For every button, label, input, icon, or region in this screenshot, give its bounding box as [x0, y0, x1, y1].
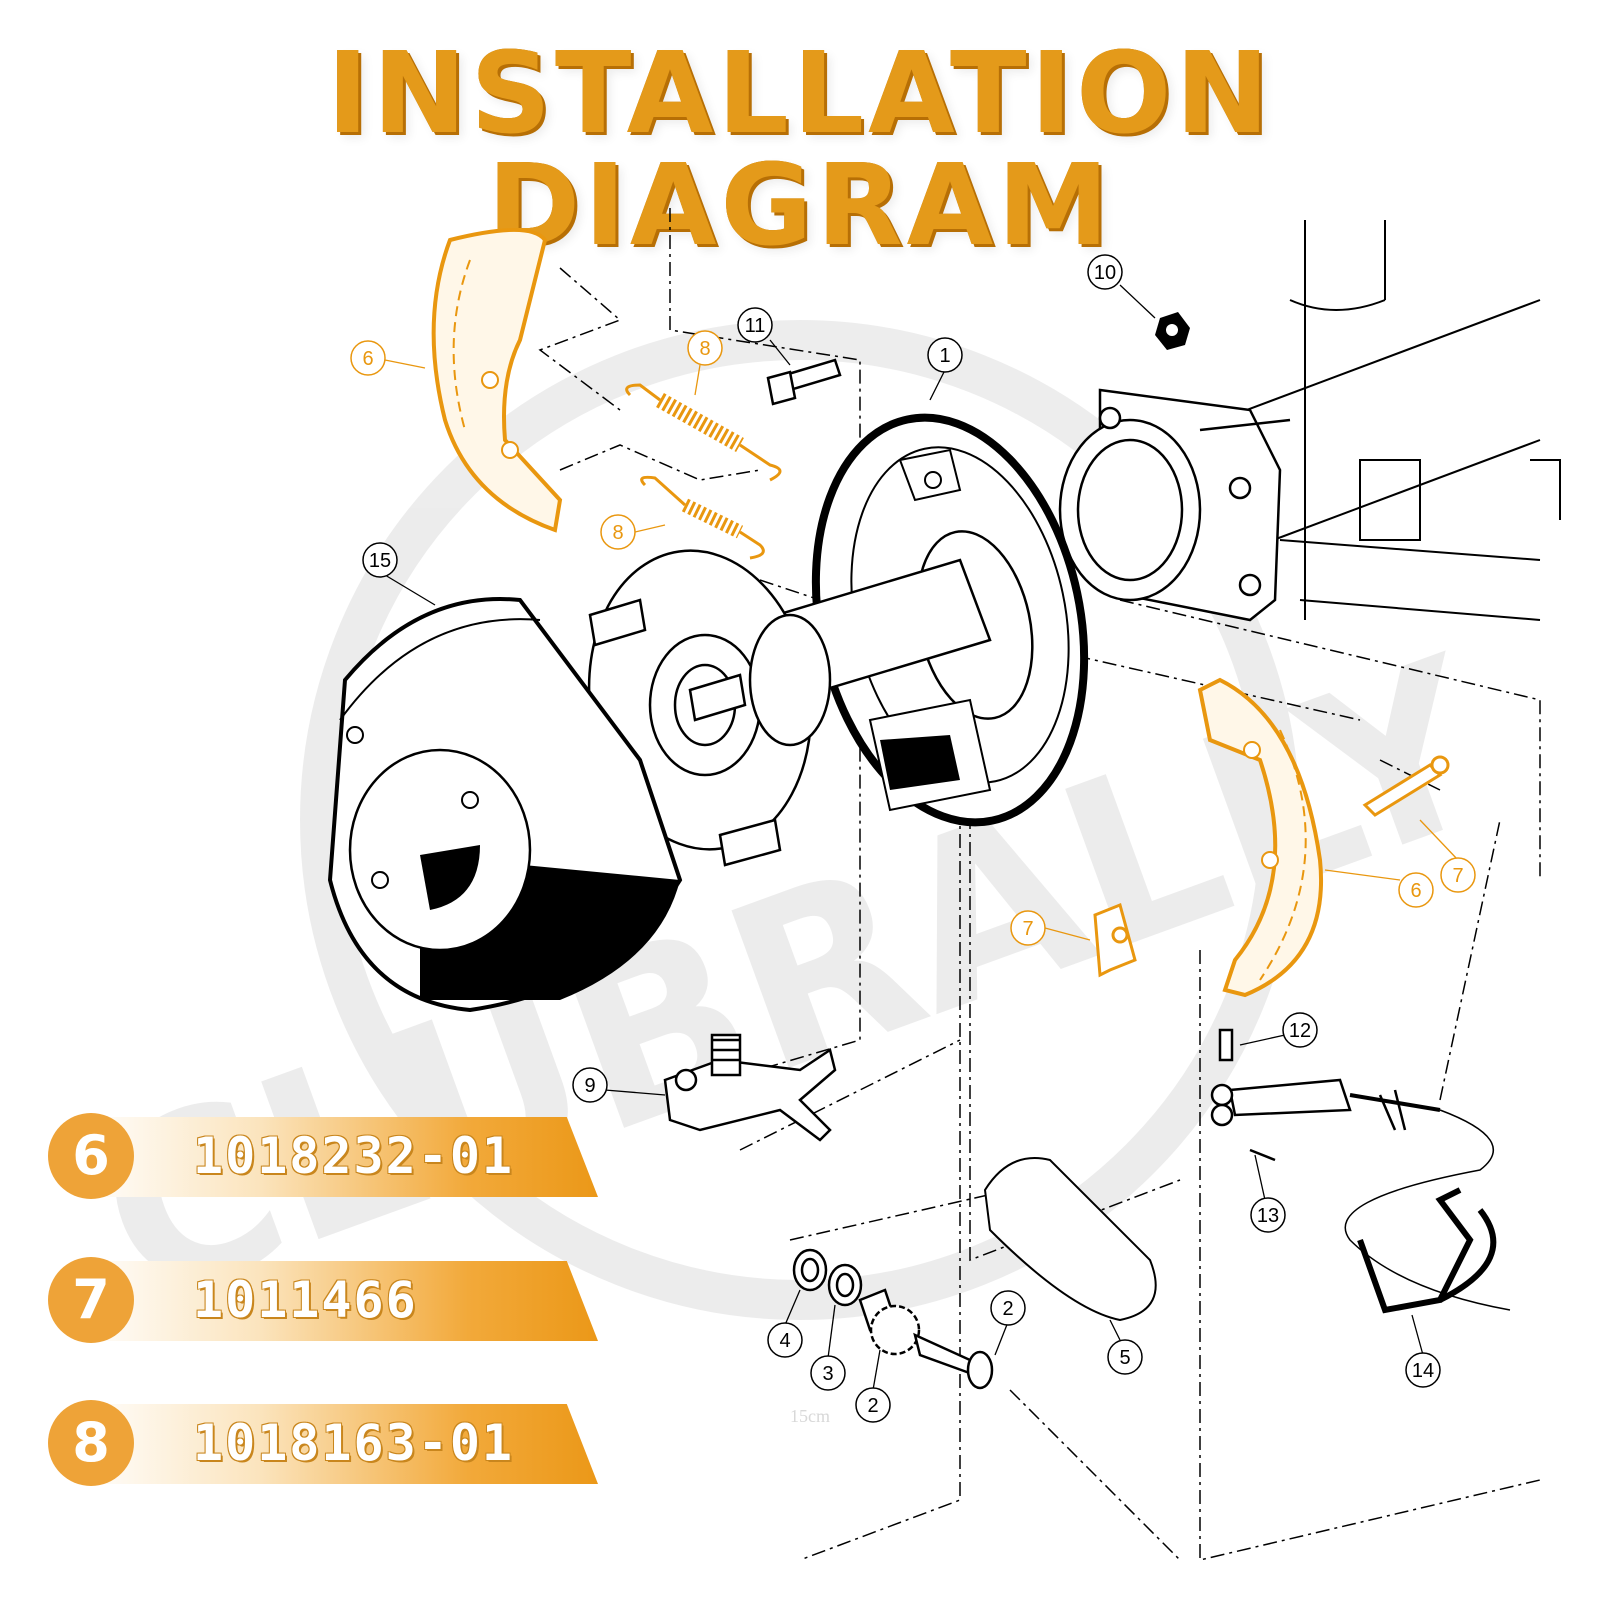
- callout-5: 5: [1107, 1339, 1143, 1375]
- svg-text:9: 9: [584, 1075, 595, 1097]
- brake-shoe-upper: [431, 228, 563, 533]
- part-number-badge: 7: [48, 1257, 134, 1343]
- callout-12: 12: [1282, 1012, 1318, 1048]
- callout-2b: 2: [855, 1387, 891, 1423]
- svg-text:10: 10: [1094, 262, 1116, 284]
- callout-7a: 7: [1440, 857, 1476, 893]
- adjuster-slot-cover: [983, 1157, 1157, 1322]
- callout-4: 4: [767, 1322, 803, 1358]
- svg-text:2: 2: [1002, 1298, 1013, 1320]
- callout-7b: 7: [1010, 910, 1046, 946]
- svg-text:12: 12: [1289, 1020, 1311, 1042]
- svg-text:8: 8: [612, 522, 623, 544]
- svg-text:6: 6: [362, 348, 373, 370]
- svg-text:3: 3: [822, 1363, 833, 1385]
- adjuster-hardware: [792, 1248, 994, 1390]
- callout-11: 11: [737, 307, 773, 343]
- bolt: [766, 358, 842, 406]
- svg-text:7: 7: [1022, 918, 1033, 940]
- callout-8a: 8: [687, 330, 723, 366]
- svg-text:5: 5: [1119, 1347, 1130, 1369]
- brake-shoe-lower: [1197, 677, 1323, 998]
- callout-15: 15: [362, 542, 398, 578]
- part-row-7: 7 1011466: [48, 1257, 598, 1343]
- part-number-text: 1011466: [193, 1271, 418, 1329]
- callout-2a: 2: [990, 1290, 1026, 1326]
- part-number-badge: 8: [48, 1400, 134, 1486]
- callout-leaders-accent: [384, 359, 1459, 941]
- part-row-8: 8 1018163-01: [48, 1400, 598, 1486]
- svg-text:1: 1: [939, 345, 950, 367]
- return-spring-upper: [625, 383, 782, 482]
- ruler-text: 15cm: [790, 1406, 830, 1426]
- svg-text:11: 11: [745, 315, 766, 337]
- callout-leaders: [384, 284, 1424, 1391]
- callout-1: 1: [927, 337, 963, 373]
- part-row-6: 6 1018232-01: [48, 1113, 598, 1199]
- axle-flange: [1058, 388, 1291, 622]
- callout-6b: 6: [1398, 872, 1434, 908]
- brake-drum: [327, 597, 683, 1013]
- brake-actuator-lever: [663, 1033, 837, 1142]
- cable-clip: [1357, 1187, 1497, 1314]
- callout-3: 3: [810, 1355, 846, 1391]
- svg-text:8: 8: [699, 338, 710, 360]
- part-number-text: 1018163-01: [193, 1414, 515, 1472]
- part-number-badge: 6: [48, 1113, 134, 1199]
- callout-13: 13: [1250, 1197, 1286, 1233]
- brake-cable: [1344, 1109, 1511, 1311]
- part-row-bar: [78, 1404, 598, 1484]
- svg-text:6: 6: [1410, 880, 1421, 902]
- svg-text:4: 4: [779, 1330, 790, 1352]
- return-spring-lower: [640, 475, 765, 560]
- svg-text:7: 7: [1452, 865, 1463, 887]
- page-title: INSTALLATION DIAGRAM: [326, 29, 1274, 271]
- hold-down-pin: [1362, 755, 1450, 817]
- part-number-text: 1018232-01: [193, 1127, 515, 1185]
- svg-text:15: 15: [369, 550, 391, 572]
- callout-10: 10: [1087, 254, 1123, 290]
- cable-clevis: [1210, 1028, 1441, 1162]
- svg-text:14: 14: [1412, 1360, 1434, 1382]
- hold-down-clip: [1093, 902, 1137, 978]
- callout-6a: 6: [350, 340, 386, 376]
- part-row-bar: [78, 1261, 598, 1341]
- part-row-bar: [78, 1117, 598, 1197]
- svg-text:2: 2: [867, 1395, 878, 1417]
- callout-8b: 8: [600, 514, 636, 550]
- svg-text:13: 13: [1257, 1205, 1279, 1227]
- callout-9: 9: [572, 1067, 608, 1103]
- callout-14: 14: [1405, 1352, 1441, 1388]
- hub-assembly: [587, 549, 992, 867]
- lock-nut: [1155, 312, 1190, 350]
- wheel-studs: [588, 598, 782, 867]
